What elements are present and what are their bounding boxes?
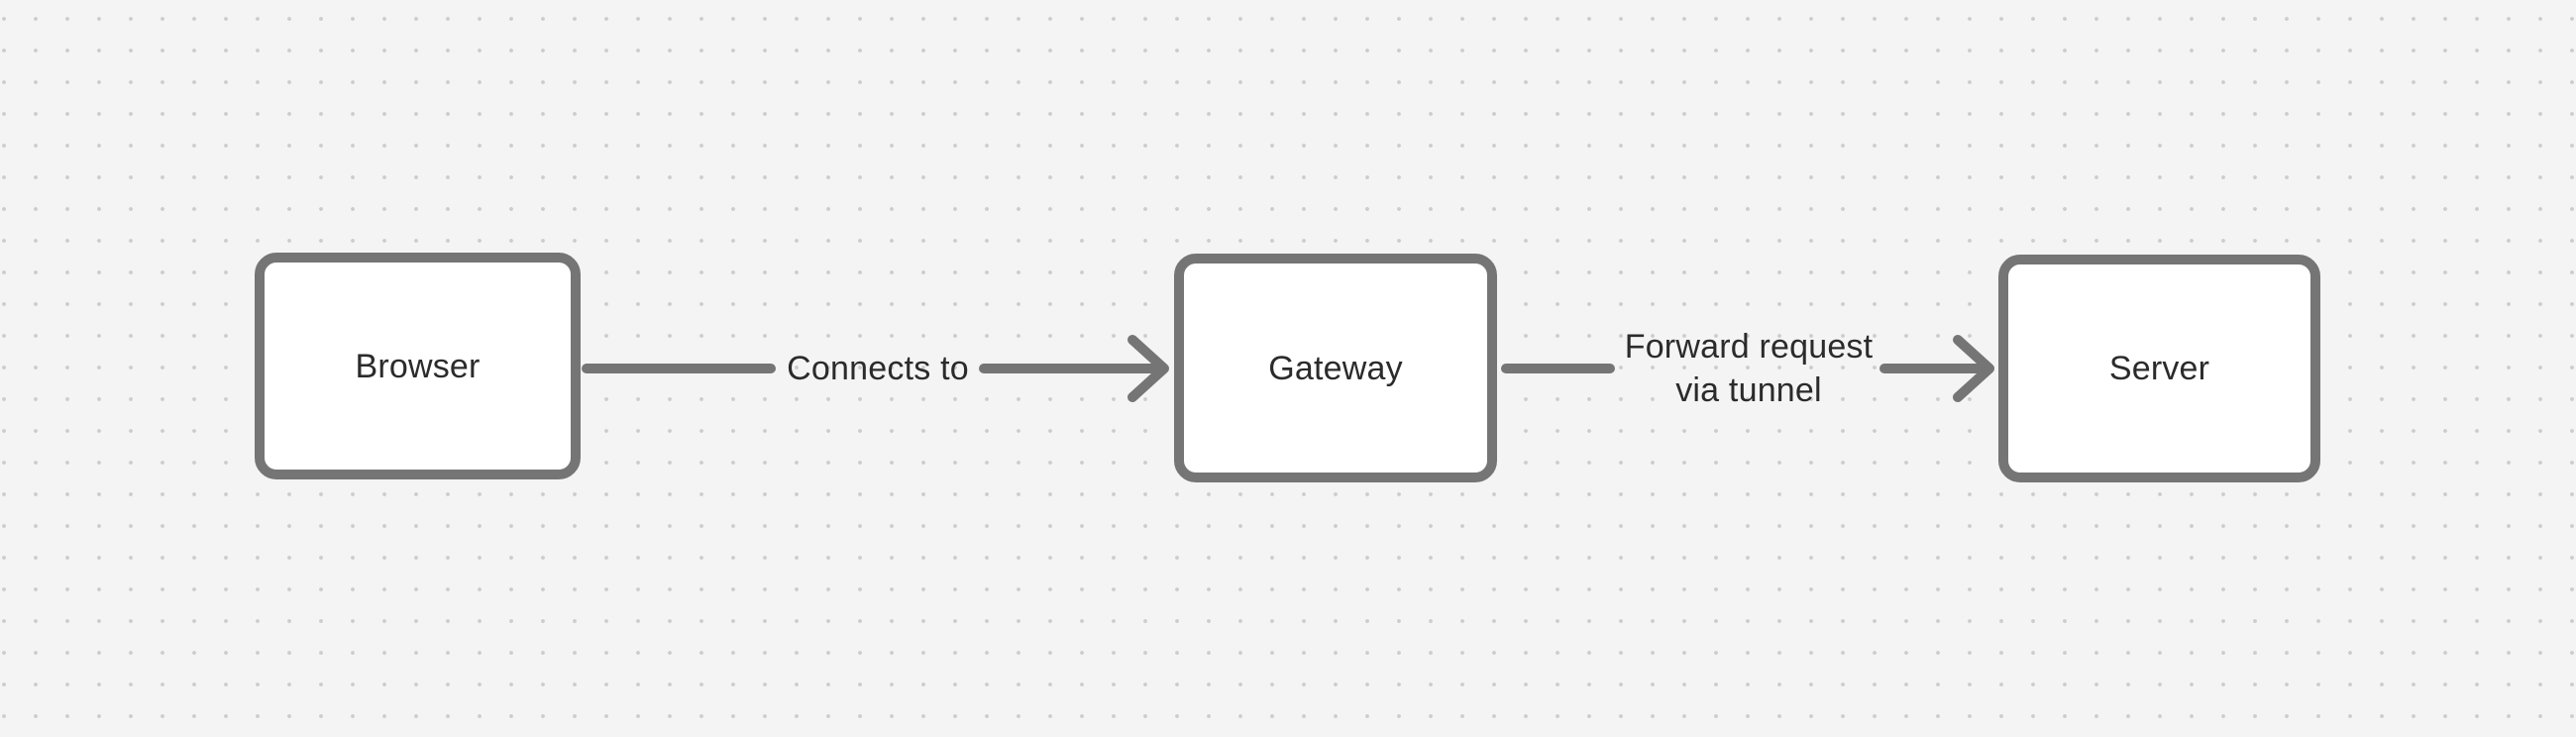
edge-label-connects-to[interactable]: Connects to [787, 347, 969, 390]
edge-label-line: Forward request [1624, 328, 1874, 366]
node-label: Browser [355, 347, 481, 385]
arrowhead-icon [1127, 335, 1169, 402]
node-browser[interactable]: Browser [255, 253, 581, 479]
node-server[interactable]: Server [1998, 255, 2320, 482]
edge-label-line: via tunnel [1675, 371, 1822, 409]
edge-label-line: Connects to [787, 350, 969, 387]
node-label: Server [2108, 350, 2210, 387]
edge-gateway-server[interactable] [1501, 335, 1994, 402]
node-label: Gateway [1268, 349, 1403, 387]
arrowhead-icon [1953, 335, 1994, 402]
edge-browser-gateway[interactable] [582, 335, 1169, 402]
node-gateway[interactable]: Gateway [1174, 254, 1497, 482]
edge-label-forward-request[interactable]: Forward request via tunnel [1625, 325, 1874, 412]
